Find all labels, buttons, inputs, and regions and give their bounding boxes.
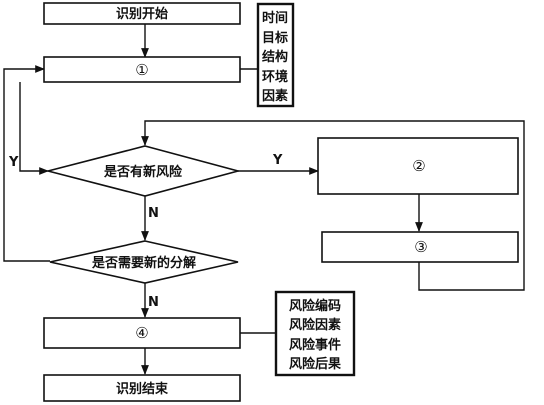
step3-box [321,231,519,263]
edge-label-yes: Y [8,155,19,170]
step4-box [43,317,241,349]
outputs-line: 风险编码 [289,298,341,314]
outputs-border [274,290,356,377]
start-box [43,2,241,25]
decision-decompose-label: 是否需要新的分解 [91,255,196,271]
factors-box: 时间 目标 结构 环境 因素 [256,2,295,108]
decision-new-risk-label: 是否有新风险 [103,164,183,180]
factors-line: 时间 [262,10,288,26]
factors-border [256,2,295,108]
factors-line: 环境 [262,69,288,85]
edge-label-no: N [148,295,159,310]
start-node: 识别开始 [43,2,241,25]
edge-label-yes: Y [272,153,283,168]
arrow-yes-to-step1 [3,65,50,262]
outputs-line: 风险事件 [289,337,341,353]
factors-line: 因素 [262,88,288,104]
decision-new-risk: 是否有新风险 [47,145,242,197]
factors-line: 结构 [262,49,288,65]
step4-label: ④ [135,324,148,342]
decision-decompose-diamond [49,240,239,284]
step1-label: ① [135,61,148,79]
end-node: 识别结束 [43,374,241,402]
arrow-step3-loop-to-decision [141,120,525,291]
decision-decompose: 是否需要新的分解 [49,240,239,284]
step3-label: ③ [414,238,427,256]
step2-node: ② [317,137,519,195]
step3-node: ③ [321,231,519,263]
step2-box [317,137,519,195]
factors-line: 目标 [262,30,288,46]
step1-node: ① [43,56,241,83]
connectors [3,24,525,375]
outputs-line: 风险因素 [289,317,341,333]
step2-label: ② [412,157,425,175]
edge-label-no: N [148,206,159,221]
decision-new-risk-diamond [47,145,242,197]
outputs-line: 风险后果 [289,356,341,372]
start-label: 识别开始 [116,6,168,22]
end-box [43,374,241,402]
step4-node: ④ [43,317,241,349]
arrow-step1-to-decision [19,82,49,175]
step1-box [43,56,241,83]
outputs-box: 风险编码 风险因素 风险事件 风险后果 [274,290,356,377]
end-label: 识别结束 [116,381,169,397]
